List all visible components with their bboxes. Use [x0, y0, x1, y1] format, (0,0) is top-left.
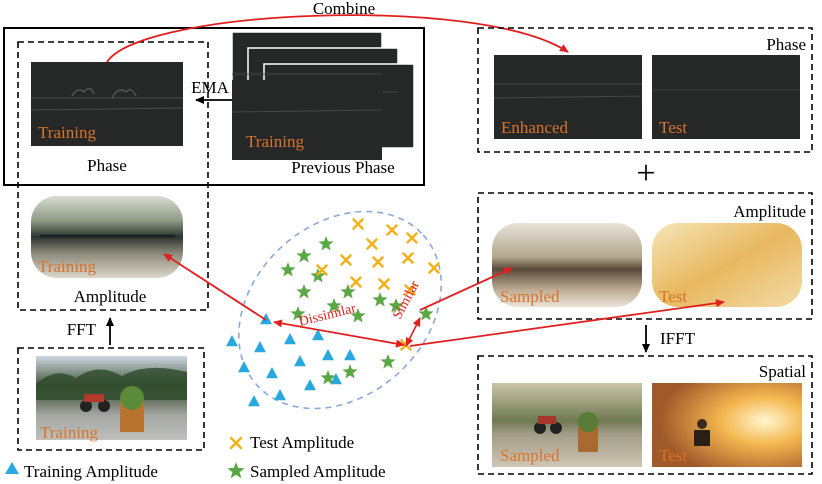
training-to-amplitude-arrow	[163, 253, 267, 321]
amplitude-sampled-tag: Sampled	[500, 287, 560, 306]
phase-test-tag: Test	[659, 118, 687, 137]
previous-phase-tag: Training	[246, 132, 304, 151]
spatial-right-title: Spatial	[759, 362, 806, 381]
spatial-test-tag: Test	[659, 446, 687, 465]
sampled-amplitude-point	[280, 262, 296, 277]
sampled-amplitude-point	[388, 298, 404, 313]
combine-label: Combine	[313, 0, 375, 18]
training-amplitude-point	[284, 333, 296, 345]
phase-ema-box	[3, 27, 425, 186]
distribution-markers	[226, 218, 440, 407]
fft-label: FFT	[67, 320, 97, 339]
similar-arrow	[405, 317, 421, 347]
training-amplitude-point	[344, 349, 356, 361]
test-amplitude-point	[406, 232, 418, 244]
input-training-image	[36, 356, 187, 440]
dissimilar-label: Dissimilar	[297, 301, 358, 330]
legend-test-marker	[229, 436, 243, 450]
phase-training-tag: Training	[38, 123, 96, 142]
test-amplitude-point	[428, 262, 440, 274]
distribution-ellipse	[238, 210, 442, 410]
amplitude-test-image	[652, 223, 802, 307]
dissimilar-arrow	[273, 319, 405, 348]
training-amplitude-point	[294, 355, 306, 367]
test-amplitude-point	[402, 252, 414, 264]
spatial-right-box	[477, 355, 813, 475]
test-amplitude-point	[404, 284, 416, 296]
training-amplitude-point	[238, 361, 250, 373]
sampled-amplitude-point	[296, 248, 312, 263]
combine-arrow	[106, 14, 569, 63]
phase-enhanced-tag: Enhanced	[501, 118, 569, 137]
amplitude-sampled-image	[492, 223, 642, 307]
phase-caption: Phase	[87, 156, 127, 175]
sampled-amplitude-point	[296, 284, 312, 299]
sampled-amplitude-point	[340, 284, 356, 299]
training-amplitude-point	[226, 335, 238, 347]
phase-training-image	[30, 62, 184, 146]
amplitude-training-tag: Training	[38, 257, 96, 276]
test-amplitude-point	[340, 254, 352, 266]
training-amplitude-point	[254, 341, 266, 353]
legend-test-x	[229, 436, 243, 450]
legend-test-label: Test Amplitude	[250, 433, 354, 452]
training-amplitude-point	[248, 395, 260, 407]
test-amplitude-point	[352, 218, 364, 230]
previous-phase-caption: Previous Phase	[291, 158, 394, 177]
spatial-sampled-tag: Sampled	[500, 446, 560, 465]
training-amplitude-point	[266, 367, 278, 379]
sampled-amplitude-point	[342, 364, 358, 379]
test-amplitude-point	[378, 278, 390, 290]
spatial-sampled-image	[492, 383, 642, 467]
spatial-test-image	[652, 383, 802, 467]
test-amplitude-point	[372, 256, 384, 268]
training-amplitude-point	[330, 373, 342, 385]
sampled-amplitude-point	[290, 306, 306, 321]
amplitude-test-tag: Test	[659, 287, 687, 306]
sampled-amplitude-point	[372, 292, 388, 307]
input-training-tag: Training	[40, 423, 98, 442]
sampled-to-amplitude-arrow	[419, 267, 513, 311]
test-amplitude-point	[386, 224, 398, 236]
test-amplitude-point	[366, 238, 378, 250]
sampled-amplitude-point	[318, 236, 334, 251]
training-amplitude-point	[322, 349, 334, 361]
training-column-box	[17, 41, 209, 311]
input-image-box	[17, 347, 205, 451]
legend-sampled-label: Sampled Amplitude	[250, 462, 386, 481]
ema-label: EMA	[191, 78, 230, 97]
sampled-amplitude-point	[380, 354, 396, 369]
sampled-amplitude-point	[320, 370, 336, 385]
test-to-amplitude-arrow	[409, 299, 725, 347]
phase-right-title: Phase	[766, 35, 806, 54]
test-amplitude-point	[316, 264, 328, 276]
training-amplitude-point	[274, 389, 286, 401]
legend: Training Amplitude Test Amplitude Sample…	[5, 433, 386, 481]
amplitude-training-image	[31, 196, 183, 278]
phase-right-box	[477, 27, 813, 153]
sampled-amplitude-point	[418, 306, 434, 321]
legend-sampled-star	[227, 462, 245, 479]
sampled-amplitude-point	[326, 298, 342, 313]
ifft-label: IFFT	[660, 329, 696, 348]
training-amplitude-point	[260, 313, 272, 325]
legend-training-marker	[5, 462, 19, 474]
phase-test-image	[652, 55, 800, 139]
previous-phase-front	[232, 80, 382, 160]
legend-training-label: Training Amplitude	[24, 462, 158, 481]
plus-sign: +	[636, 155, 655, 192]
amplitude-caption: Amplitude	[74, 287, 147, 306]
similar-label: Similar	[390, 278, 423, 322]
training-amplitude-point	[304, 379, 316, 391]
legend-sampled-marker	[227, 462, 245, 479]
test-amplitude-point	[350, 276, 362, 288]
sampled-amplitude-point	[350, 308, 366, 323]
amplitude-right-title: Amplitude	[733, 202, 806, 221]
